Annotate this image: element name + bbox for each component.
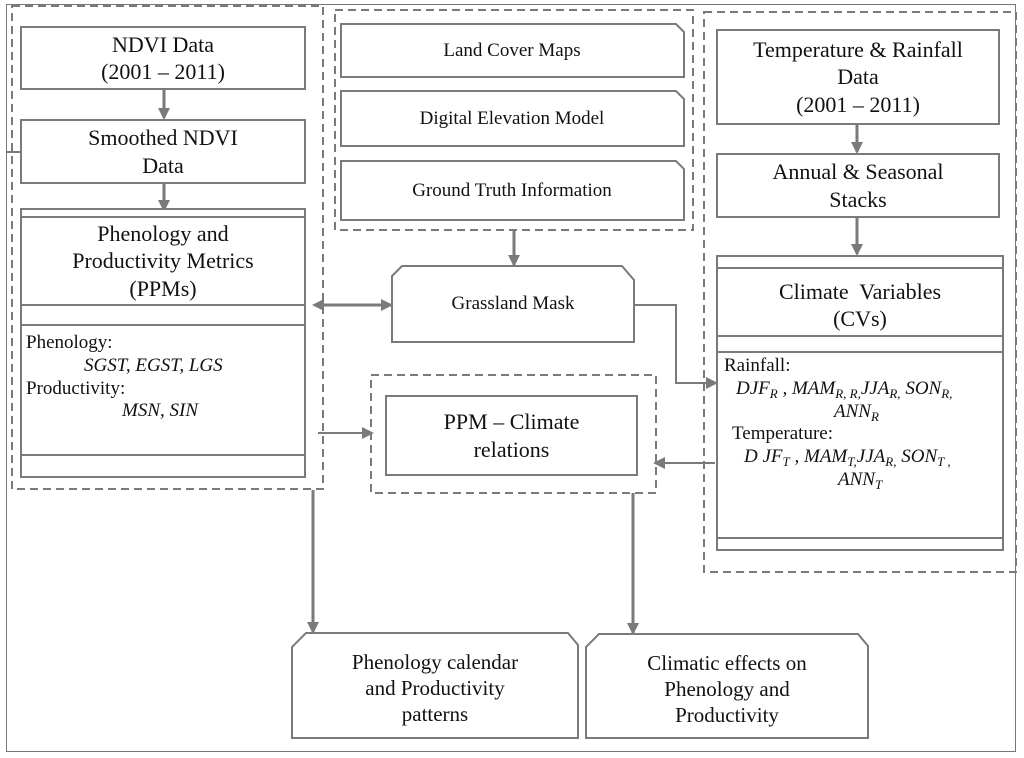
land-cover-label-box: Land Cover Maps (343, 26, 681, 75)
calendar-line3: patterns (401, 702, 469, 727)
phenology-items: SGST, EGST, LGS (84, 354, 223, 376)
ndvi-data-line1: NDVI Data (111, 31, 215, 57)
temp-rain-line3: (2001 – 2011) (796, 91, 920, 117)
ppm-top-line (22, 216, 304, 218)
grassland-mask-label: Grassland Mask (451, 293, 575, 315)
land-cover-shape (340, 23, 685, 78)
productivity-label: Productivity: (26, 377, 126, 399)
cv-line2: (CVs) (833, 306, 887, 331)
productivity-items: MSN, SIN (122, 400, 198, 422)
temp-rain-box: Temperature & Rainfall Data (2001 – 2011… (716, 29, 1000, 125)
ppm-line2: Productivity Metrics (72, 248, 254, 274)
ppm-divider-1 (22, 304, 304, 306)
calendar-label-box: Phenology calendar and Productivity patt… (294, 640, 576, 736)
calendar-shape (291, 632, 579, 739)
ppm-line1: Phenology and (97, 220, 229, 246)
ppm-box: Phenology and Productivity Metrics (PPMs… (20, 208, 306, 478)
relations-line1: PPM – Climate (443, 409, 580, 434)
cv-divider-3 (718, 537, 1002, 539)
land-cover-label: Land Cover Maps (443, 39, 581, 61)
temperature-seasons: D JFT , MAMT,JJAR, SONT , (744, 446, 951, 470)
ground-truth-label: Ground Truth Information (412, 179, 612, 201)
grassland-mask-shape (391, 265, 635, 343)
ppm-divider-2 (22, 324, 304, 326)
cv-top-line (718, 267, 1002, 269)
smoothed-ndvi-line2: Data (142, 152, 184, 178)
effects-line3: Productivity (675, 703, 779, 728)
temp-rain-line1: Temperature & Rainfall (753, 36, 963, 62)
right-group-frame (703, 11, 1017, 573)
rainfall-label: Rainfall: (724, 355, 791, 376)
rainfall-seasons: DJFR , MAMR, R,JJAR, SONR, (736, 377, 953, 401)
calendar-line2: and Productivity (365, 675, 505, 700)
cv-variable-list: Rainfall: DJFR , MAMR, R,JJAR, SONR, ANN… (724, 355, 1000, 492)
ground-truth-label-box: Ground Truth Information (343, 163, 681, 218)
effects-line1: Climatic effects on (647, 650, 807, 675)
ndvi-data-box: NDVI Data (2001 – 2011) (20, 26, 306, 90)
ppm-divider-3 (22, 454, 304, 456)
smoothed-ndvi-line1: Smoothed NDVI (88, 125, 238, 150)
arrow-mask-to-cv (634, 304, 718, 389)
ppm-line3: (PPMs) (129, 275, 197, 301)
ppm-header: Phenology and Productivity Metrics (PPMs… (22, 218, 304, 304)
temp-rain-line2: Data (837, 64, 879, 90)
rainfall-annual: ANNR (834, 400, 879, 424)
ndvi-data-line2: (2001 – 2011) (101, 59, 225, 84)
cv-divider-2 (718, 351, 1002, 353)
relations-line2: relations (473, 436, 550, 462)
stacks-box: Annual & Seasonal Stacks (716, 153, 1000, 218)
temperature-annual: ANNT (838, 468, 883, 492)
stacks-line2: Stacks (829, 186, 887, 212)
left-group-frame (11, 5, 324, 490)
phenology-label: Phenology: (26, 332, 113, 353)
temperature-label: Temperature: (732, 423, 834, 445)
cv-header: Climate Variables (CVs) (718, 269, 1002, 341)
dem-label-box: Digital Elevation Model (343, 93, 681, 144)
calendar-line1: Phenology calendar (351, 649, 519, 674)
ground-truth-shape (340, 160, 685, 221)
cv-line1: Climate Variables (778, 278, 942, 304)
cv-divider-1 (718, 335, 1002, 337)
stacks-line1: Annual & Seasonal (772, 159, 944, 184)
effects-line2: Phenology and (664, 676, 790, 701)
effects-shape (585, 633, 869, 739)
cv-box: Climate Variables (CVs) Rainfall: DJFR ,… (716, 255, 1004, 551)
dem-shape (340, 90, 685, 147)
ppm-metrics-list: Phenology: SGST, EGST, LGS Productivity:… (26, 332, 302, 423)
effects-label-box: Climatic effects on Phenology and Produc… (588, 641, 866, 737)
relations-box: PPM – Climate relations (385, 395, 638, 476)
dem-label: Digital Elevation Model (419, 107, 605, 129)
smoothed-ndvi-box: Smoothed NDVI Data (20, 119, 306, 184)
grassland-mask-label-box: Grassland Mask (394, 268, 632, 340)
